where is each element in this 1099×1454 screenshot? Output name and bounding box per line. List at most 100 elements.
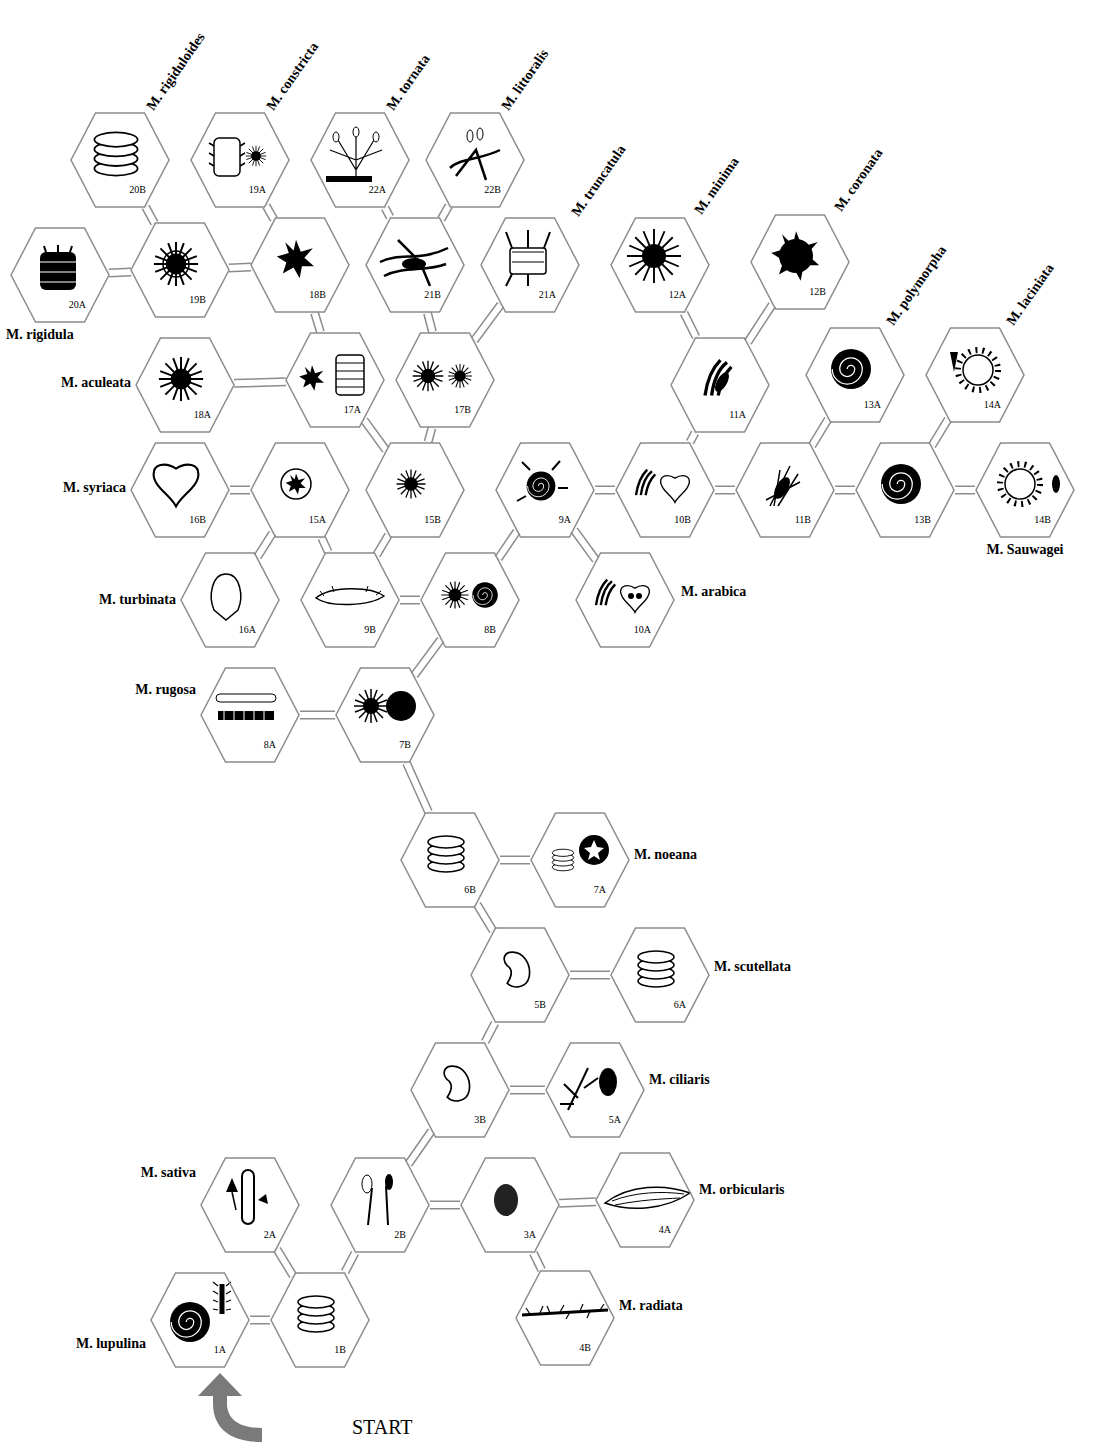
couplet-code: 3A	[524, 1229, 536, 1241]
key-connector	[430, 1202, 460, 1208]
species-name: M. sativa	[141, 1165, 196, 1181]
key-connector	[498, 532, 516, 559]
key-connector	[812, 419, 828, 445]
key-connector	[428, 313, 433, 332]
couplet-code: 8B	[484, 624, 496, 636]
couplet-code: 13B	[914, 514, 931, 526]
pod-drawing	[612, 1192, 684, 1205]
key-connector	[250, 1316, 270, 1325]
hexagon-outline	[855, 442, 955, 538]
pod-drawing	[224, 711, 264, 720]
pod-drawing	[517, 461, 568, 501]
hexagon-outline	[271, 1273, 369, 1367]
key-connector	[835, 487, 855, 493]
couplet-code: 20B	[129, 184, 146, 196]
key-connector	[932, 419, 948, 445]
key-connector	[932, 419, 948, 445]
key-connector	[407, 763, 429, 812]
hexagon-outline	[401, 813, 499, 907]
couplet-code: 3B	[474, 1114, 486, 1126]
key-connector	[595, 487, 615, 493]
pod-drawing	[428, 836, 464, 872]
couplet-code: 16A	[239, 624, 256, 636]
key-connector	[812, 419, 828, 445]
hexagon-outline	[250, 217, 350, 313]
pod-drawing	[44, 245, 72, 252]
key-connector	[690, 433, 695, 442]
key-hexagon: 11A	[670, 337, 770, 433]
species-name: M. constricta	[263, 39, 322, 113]
hexagon-outline	[150, 1272, 250, 1368]
key-connector	[500, 857, 530, 863]
key-connector	[684, 313, 696, 337]
key-connector	[510, 1086, 545, 1095]
hexagon-outline	[201, 1158, 299, 1252]
hexagon-outline	[130, 222, 230, 318]
couplet-code: 14A	[984, 399, 1001, 411]
hexagon-outline	[480, 217, 580, 313]
key-connector	[364, 420, 386, 450]
key-hexagon: 17A	[285, 332, 385, 428]
pod-drawing	[958, 350, 998, 390]
key-connector	[498, 532, 516, 559]
hexagon-outline	[131, 443, 229, 537]
key-connector	[322, 538, 328, 552]
species-name: M. lupulina	[76, 1336, 146, 1352]
species-name: M. arabica	[681, 584, 746, 600]
pod-drawing	[517, 461, 568, 501]
species-name: M. turbinata	[99, 592, 176, 608]
key-connector	[257, 533, 272, 557]
pod-drawing	[298, 1296, 334, 1332]
key-connector	[570, 975, 610, 976]
key-connector	[250, 1320, 270, 1321]
pod-drawing	[216, 694, 276, 702]
pod-drawing	[380, 240, 448, 286]
key-connector	[441, 206, 449, 219]
couplet-code: 20A	[69, 299, 86, 311]
pod-drawing	[596, 580, 615, 606]
key-connector	[385, 208, 390, 217]
pod-drawing	[353, 127, 359, 137]
pod-drawing	[506, 230, 550, 286]
key-connector	[474, 305, 500, 341]
pod-drawing	[441, 581, 468, 608]
couplet-code: 18A	[194, 409, 211, 421]
key-connector	[146, 207, 155, 223]
pod-drawing	[368, 1186, 388, 1225]
key-connector	[500, 860, 530, 861]
couplet-code: 17A	[344, 404, 361, 416]
pod-drawing	[599, 1068, 617, 1096]
key-hexagon: 11B	[735, 442, 835, 538]
species-name: M. ciliaris	[649, 1072, 710, 1088]
key-connector	[690, 433, 695, 442]
key-hexagon: M. polymorpha13A	[805, 327, 905, 423]
key-connector	[428, 313, 433, 332]
species-name: M. Sauwagei	[987, 542, 1064, 558]
key-hexagon: 9B	[300, 552, 400, 648]
species-name: M. noeana	[634, 847, 697, 863]
key-connector	[715, 490, 735, 491]
key-connector	[690, 433, 695, 442]
key-hexagon: M. lupulina1A	[150, 1272, 250, 1368]
key-connector	[300, 711, 335, 720]
hexagon-outline	[596, 1153, 694, 1247]
key-hexagon: 17B	[395, 332, 495, 428]
key-connector	[400, 600, 420, 601]
pod-drawing	[316, 586, 384, 605]
hexagon-outline	[531, 813, 629, 907]
couplet-code: 16B	[189, 514, 206, 526]
hexagon-outline	[335, 667, 435, 763]
key-hexagon: 3B	[410, 1042, 510, 1138]
hexagon-outline	[336, 668, 434, 762]
key-connector	[234, 382, 286, 384]
hexagon-outline	[471, 928, 569, 1022]
key-hexagon: 9A	[495, 442, 595, 538]
pod-drawing	[636, 593, 642, 599]
key-connector	[574, 530, 596, 560]
key-connector	[364, 420, 386, 450]
hexagon-outline	[425, 112, 525, 208]
pod-drawing	[522, 1304, 608, 1319]
pod-drawing	[226, 1170, 268, 1224]
pod-drawing	[316, 589, 384, 605]
key-connector	[234, 382, 286, 384]
